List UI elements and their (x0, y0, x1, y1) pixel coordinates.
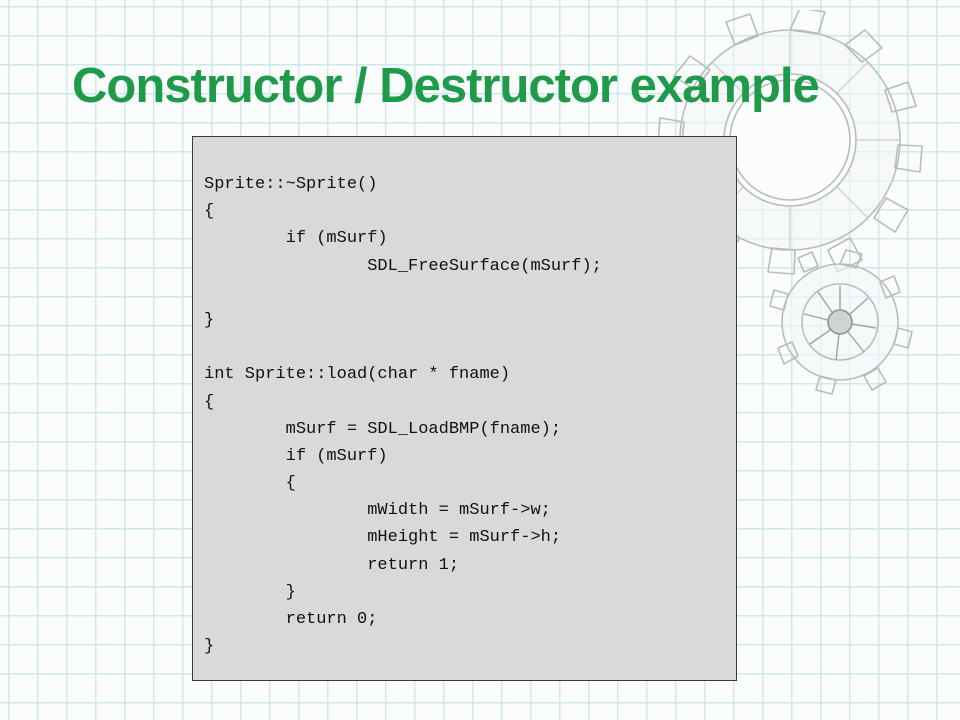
code-line: Sprite::~Sprite() (204, 175, 378, 194)
code-line: { (204, 202, 215, 222)
code-block: Sprite::~Sprite() { if (mSurf) SDL_FreeS… (192, 136, 737, 681)
code-line: if (mSurf) (204, 229, 388, 249)
code-line: } (204, 582, 296, 602)
code-line (204, 334, 736, 361)
code-line: SDL_FreeSurface(mSurf); (204, 256, 602, 276)
code-line (204, 280, 736, 307)
code-line: int Sprite::load(char * fname) (204, 365, 511, 385)
code-line: } (204, 637, 215, 657)
code-line: { (204, 392, 215, 412)
code-line: } (204, 310, 215, 330)
slide-title: Constructor / Destructor example (72, 59, 820, 113)
code-line: mWidth = mSurf->w; (204, 501, 551, 521)
code-line: mHeight = mSurf->h; (204, 528, 562, 548)
code-line: mSurf = SDL_LoadBMP(fname); (204, 419, 562, 439)
code-line: { (204, 474, 296, 494)
code-line: return 1; (204, 555, 460, 575)
code-line: if (mSurf) (204, 446, 388, 466)
code-line: return 0; (204, 610, 378, 629)
